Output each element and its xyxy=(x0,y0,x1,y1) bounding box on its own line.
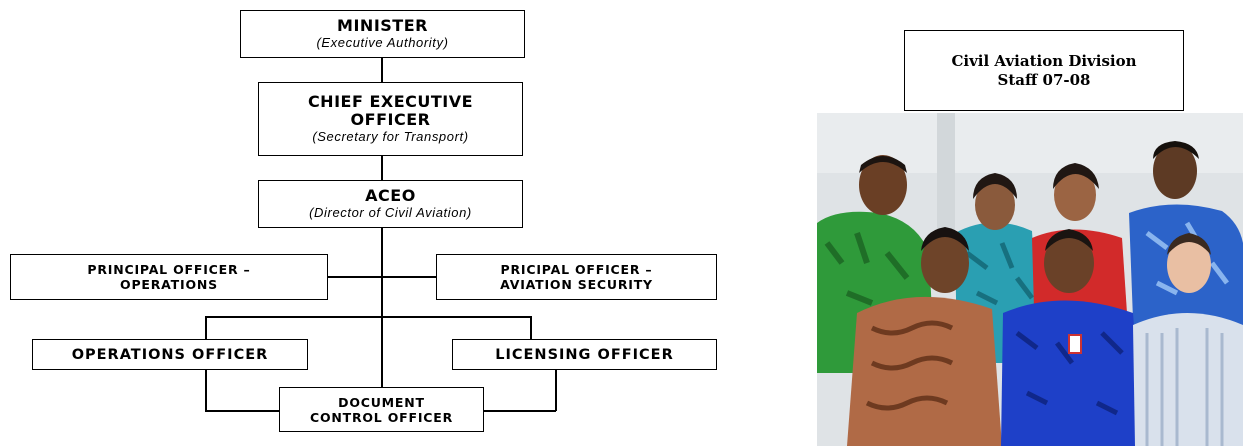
ceo-title-line1: CHIEF EXECUTIVE xyxy=(307,92,474,111)
connector-to-operations-officer xyxy=(205,316,207,339)
principal-operations-line2: OPERATIONS xyxy=(120,277,218,292)
connector-principal-right xyxy=(381,276,436,278)
connector-to-licensing-officer xyxy=(530,316,532,339)
connector-licensing-to-document xyxy=(484,410,556,412)
document-control-line1: DOCUMENT xyxy=(338,394,425,410)
photo-caption-line1: Civil Aviation Division xyxy=(951,51,1137,70)
principal-security-line1: PRICIPAL OFFICER – xyxy=(500,262,653,277)
person-front-right xyxy=(1133,233,1243,446)
document-control-officer-box: DOCUMENT CONTROL OFFICER xyxy=(279,387,484,432)
ceo-title-line2: OFFICER xyxy=(350,110,431,129)
operations-officer-box: OPERATIONS OFFICER xyxy=(32,339,308,370)
connector-operations-down xyxy=(205,370,207,411)
ceo-box: CHIEF EXECUTIVE OFFICER (Secretary for T… xyxy=(258,82,523,156)
ceo-subtitle: (Secretary for Transport) xyxy=(312,129,469,144)
principal-operations-line1: PRINCIPAL OFFICER – xyxy=(87,262,251,277)
person-front-left xyxy=(847,227,1002,446)
minister-subtitle: (Executive Authority) xyxy=(316,35,449,50)
licensing-officer-label: LICENSING OFFICER xyxy=(495,346,674,363)
person-front-middle xyxy=(1001,229,1143,446)
connector-aceo-trunk xyxy=(381,228,383,387)
aceo-title: ACEO xyxy=(365,186,416,205)
document-control-line2: CONTROL OFFICER xyxy=(309,409,454,425)
connector-minister-ceo xyxy=(381,58,383,82)
principal-officer-operations-box: PRINCIPAL OFFICER – OPERATIONS xyxy=(10,254,328,300)
photo-caption-line2: Staff 07-08 xyxy=(997,70,1091,89)
connector-licensing-down xyxy=(555,370,557,411)
staff-group-photo xyxy=(817,113,1243,446)
principal-security-line2: AVIATION SECURITY xyxy=(500,277,653,292)
operations-officer-label: OPERATIONS OFFICER xyxy=(71,346,269,363)
minister-box: MINISTER (Executive Authority) xyxy=(240,10,525,58)
connector-officers-split xyxy=(205,316,531,318)
connector-ceo-aceo xyxy=(381,156,383,180)
minister-title: MINISTER xyxy=(337,16,428,35)
aceo-subtitle: (Director of Civil Aviation) xyxy=(309,205,472,220)
principal-officer-security-box: PRICIPAL OFFICER – AVIATION SECURITY xyxy=(436,254,717,300)
photo-caption: Civil Aviation Division Staff 07-08 xyxy=(904,30,1184,111)
licensing-officer-box: LICENSING OFFICER xyxy=(452,339,717,370)
connector-operations-to-document xyxy=(205,410,279,412)
aceo-box: ACEO (Director of Civil Aviation) xyxy=(258,180,523,228)
connector-principal-left xyxy=(328,276,382,278)
